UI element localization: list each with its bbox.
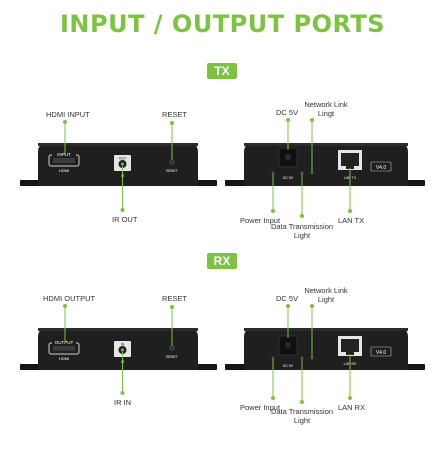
tx-dc-5v-label: DC 5V: [276, 108, 299, 117]
rx-hdmi-output-label: HDMI OUTPUT: [43, 294, 96, 303]
rx-front-device: OUTPUT HDMI IN IR RESET: [20, 304, 217, 395]
page-title: INPUT / OUTPUT PORTS: [59, 10, 386, 38]
rx-device-dc-text: DC 5V: [283, 364, 294, 368]
rx-port-hdmi-text: HDMI: [59, 356, 69, 361]
tx-lan-tx-label: LAN TX: [338, 216, 365, 225]
tx-power-input-label: Power Input: [240, 216, 281, 225]
tx-ir-out-label: IR OUT: [112, 215, 138, 224]
tx-port-hdmi-text: HDMI: [59, 168, 69, 173]
tx-port-out-text: OUT: [119, 157, 127, 161]
rx-port-reset-text: RESET: [166, 355, 179, 359]
tx-hdmi-port: INPUT HDMI: [48, 152, 80, 173]
tx-reset-label: RESET: [162, 110, 188, 119]
rx-badge: RX: [207, 253, 237, 269]
rx-network-link-label: Network Link Light: [304, 286, 348, 304]
rx-ir-in-label: IR IN: [114, 398, 132, 407]
tx-front-device: INPUT HDMI OUT IR RESET: [20, 120, 217, 212]
rx-reset-label: RESET: [162, 294, 188, 303]
tx-badge: TX: [207, 63, 237, 79]
rx-back-device: DC 5V LAN RX V4.0: [225, 304, 425, 404]
tx-data-light-label: Data Transmission Light: [270, 222, 334, 240]
rx-port-in-text: IN: [121, 343, 125, 347]
rx-data-light-label: Data Transmission Light: [270, 407, 334, 425]
tx-hdmi-input-label: HDMI INPUT: [46, 110, 90, 119]
rx-device-version-text: V4.0: [376, 350, 387, 356]
tx-device-dc-text: DC 5V: [283, 176, 294, 180]
rx-port-output-text: OUTPUT: [55, 340, 74, 345]
rx-lan-rx-label: LAN RX: [338, 403, 366, 412]
tx-port-reset-text: RESET: [166, 169, 179, 173]
tx-port-input-text: INPUT: [57, 152, 71, 157]
rx-power-input-label: Power Input: [240, 403, 281, 412]
tx-back-device: DC 5V LAN TX V4.0: [225, 118, 425, 218]
tx-network-link-label: Network Link Lingt: [304, 100, 348, 118]
rx-dc-5v-label: DC 5V: [276, 294, 299, 303]
tx-device-version-text: V4.0: [376, 165, 387, 171]
